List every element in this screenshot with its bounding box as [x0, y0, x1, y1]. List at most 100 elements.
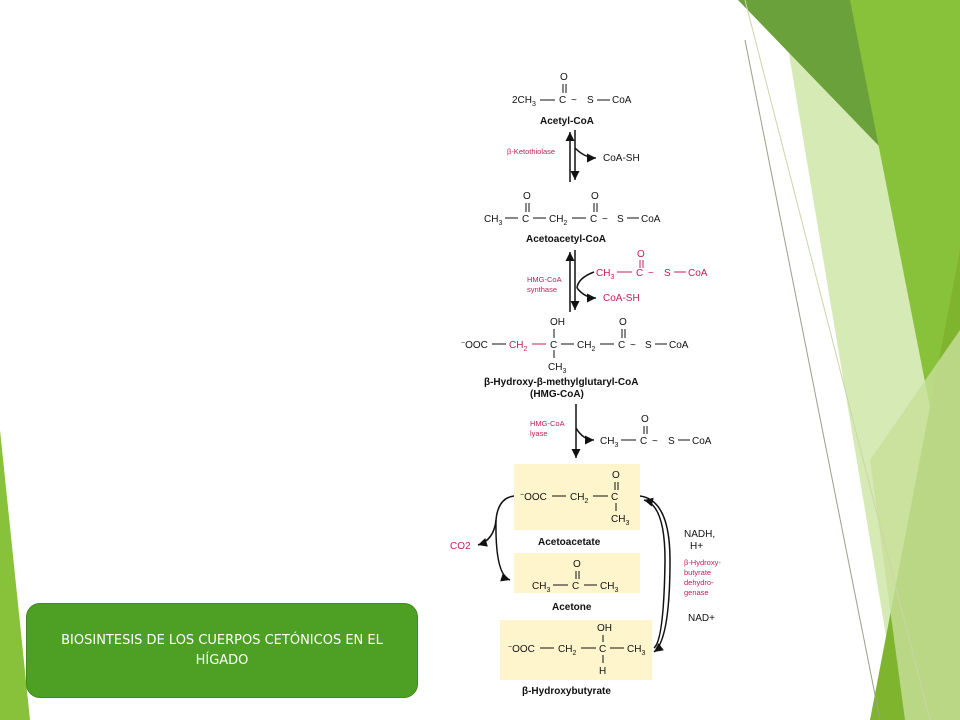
svg-text:CoA: CoA: [688, 268, 708, 279]
svg-text:S: S: [664, 268, 671, 279]
deco-left-wedge: [0, 430, 30, 720]
acetoacetate-structure: −OOC CH2 C O CH3: [520, 470, 629, 527]
svg-text:O: O: [591, 191, 599, 202]
reduction-reverse-arrow: [643, 497, 666, 649]
svg-text:CH2: CH2: [558, 644, 576, 657]
svg-text:C: C: [611, 492, 618, 503]
reduction-enzyme-line3: dehydro-: [684, 578, 714, 587]
hydroxybutyrate-highlight: [500, 620, 652, 680]
step1-product: CoA-SH: [603, 153, 640, 164]
acetone-highlight: [514, 553, 640, 593]
svg-text:CH2: CH2: [570, 492, 588, 505]
svg-text:CH3: CH3: [548, 362, 566, 375]
reduction-enzyme-line2: butyrate: [684, 568, 711, 577]
nadh-label-line1: NADH,: [684, 529, 715, 540]
svg-text:C: C: [636, 268, 643, 279]
svg-text:CH3: CH3: [600, 436, 618, 449]
svg-text:CoA: CoA: [669, 340, 689, 351]
acetyl-coa-label: Acetyl-CoA: [540, 116, 594, 127]
svg-text:~: ~: [571, 95, 577, 106]
deco-pale-wedge: [870, 330, 960, 720]
svg-text:~: ~: [602, 214, 608, 225]
svg-text:O: O: [573, 559, 581, 570]
svg-text:~: ~: [630, 340, 636, 351]
svg-text:O: O: [619, 317, 627, 328]
step2-enzyme-line2: synthase: [527, 285, 557, 294]
reduction-arrow: [639, 495, 671, 653]
acetone-structure: CH3 C O CH3: [532, 559, 618, 594]
svg-text:−OOC: −OOC: [508, 644, 535, 655]
svg-text:C: C: [572, 581, 579, 592]
svg-text:C: C: [599, 644, 606, 655]
svg-text:CH2: CH2: [577, 340, 595, 353]
svg-text:S: S: [617, 214, 624, 225]
svg-text:C: C: [522, 214, 529, 225]
reduction-enzyme-line4: genase: [684, 588, 709, 597]
svg-text:−OOC: −OOC: [461, 340, 488, 351]
svg-text:C: C: [618, 340, 625, 351]
step3-release-arrow: [575, 427, 595, 445]
co2-label: CO2: [450, 541, 471, 552]
step3-product-structure: CH3 C O ~ S CoA: [600, 414, 712, 449]
svg-text:CoA: CoA: [612, 95, 632, 106]
nadh-label-line2: H+: [690, 541, 703, 552]
svg-text:S: S: [645, 340, 652, 351]
step2-product: CoA-SH: [603, 293, 640, 304]
svg-text:O: O: [612, 470, 620, 481]
acetoacetyl-coa-label: Acetoacetyl-CoA: [526, 234, 606, 245]
svg-text:OH: OH: [550, 317, 565, 328]
svg-text:CH2: CH2: [549, 214, 567, 227]
slide-caption: BIOSINTESIS DE LOS CUERPOS CETÓNICOS EN …: [61, 632, 383, 668]
svg-text:~: ~: [648, 268, 654, 279]
svg-text:CH3: CH3: [596, 268, 614, 281]
hydroxybutyrate-structure: −OOC CH2 C OH H CH3: [508, 623, 645, 677]
step1-release-arrow: [574, 147, 597, 163]
svg-text:S: S: [668, 436, 675, 447]
hmg-coa-label-line2: (HMG-CoA): [530, 389, 584, 400]
svg-text:O: O: [641, 414, 649, 425]
svg-text:O: O: [560, 72, 568, 83]
co2-text: CO2: [450, 541, 471, 552]
step2-join-arrow: [576, 271, 595, 289]
step1-enzyme: β-Ketothiolase: [507, 147, 555, 156]
slide-caption-box: BIOSINTESIS DE LOS CUERPOS CETÓNICOS EN …: [26, 603, 418, 698]
svg-text:CH3: CH3: [627, 644, 645, 657]
acetoacetate-label: Acetoacetate: [538, 537, 601, 548]
svg-text:~: ~: [652, 436, 658, 447]
step3-enzyme-line2: lyase: [530, 429, 548, 438]
svg-text:CH3: CH3: [484, 214, 502, 227]
svg-text:C: C: [550, 340, 557, 351]
decarboxylation-arrow-to-acetone: [495, 519, 511, 582]
svg-text:−OOC: −OOC: [520, 492, 547, 503]
acetoacetyl-coa-structure: CH3 C O CH2 C O ~ S CoA: [484, 191, 661, 227]
svg-text:O: O: [637, 249, 645, 260]
svg-text:H: H: [599, 666, 606, 677]
svg-text:2CH3: 2CH3: [512, 95, 536, 108]
acetone-label: Acetone: [552, 602, 592, 613]
deco-thin-line-1: [744, 39, 881, 720]
svg-text:CoA: CoA: [641, 214, 661, 225]
svg-text:CH3: CH3: [532, 581, 550, 594]
acetoacetate-highlight: [514, 464, 640, 530]
hmg-coa-label-line1: β-Hydroxy-β-methylglutaryl-CoA: [484, 377, 638, 388]
step2-enzyme-line1: HMG-CoA: [527, 275, 562, 284]
svg-text:C: C: [640, 436, 647, 447]
reduction-enzyme-line1: β-Hydroxy-: [684, 558, 721, 567]
svg-text:C: C: [590, 214, 597, 225]
svg-text:OH: OH: [597, 623, 612, 634]
acetyl-coa-structure: 2CH3 C O ~ S CoA: [512, 72, 632, 108]
svg-text:CH2: CH2: [509, 340, 527, 353]
step2-release-arrow: [576, 287, 597, 303]
nad-label: NAD+: [688, 613, 715, 624]
svg-text:S: S: [587, 95, 594, 106]
hydroxybutyrate-label: β-Hydroxybutyrate: [522, 686, 611, 697]
svg-text:CoA: CoA: [692, 436, 712, 447]
svg-text:C: C: [559, 95, 566, 106]
deco-thin-line-2: [744, 0, 931, 720]
step3-enzyme-line1: HMG-CoA: [530, 419, 565, 428]
svg-text:CH3: CH3: [611, 514, 629, 527]
svg-text:O: O: [523, 191, 531, 202]
hmg-coa-structure: −OOC CH2 C OH CH3 CH2 C O ~ S CoA: [461, 317, 689, 375]
